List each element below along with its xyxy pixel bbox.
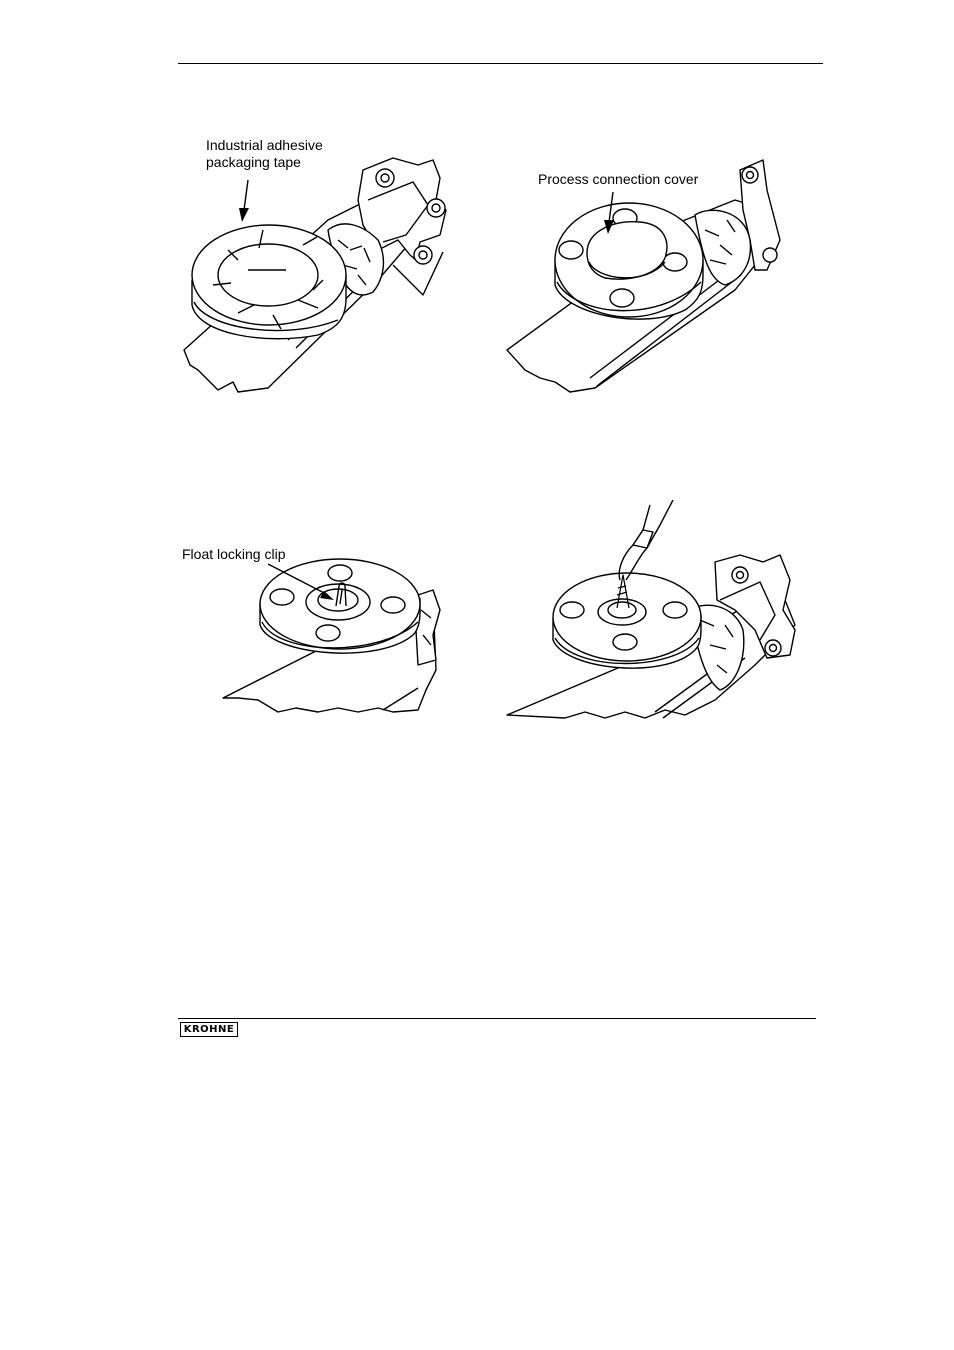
clip-flange-drawing <box>178 540 443 720</box>
pliers-flange-drawing <box>505 500 805 725</box>
cover-callout-line-1: Process connection cover <box>538 171 698 188</box>
tape-callout-line-2: packaging tape <box>206 154 323 171</box>
tape-callout-line-1: Industrial adhesive <box>206 137 323 154</box>
header-rule <box>178 63 823 64</box>
clip-callout: Float locking clip <box>182 546 286 563</box>
footer-rule <box>178 1018 816 1019</box>
cover-callout: Process connection cover <box>538 171 698 188</box>
clip-callout-line-1: Float locking clip <box>182 546 286 563</box>
figure-pliers-removing-clip <box>505 500 805 725</box>
tape-callout: Industrial adhesive packaging tape <box>206 137 323 171</box>
krohne-logo: KROHNE <box>180 1022 238 1037</box>
figure-float-locking-clip <box>178 540 443 720</box>
